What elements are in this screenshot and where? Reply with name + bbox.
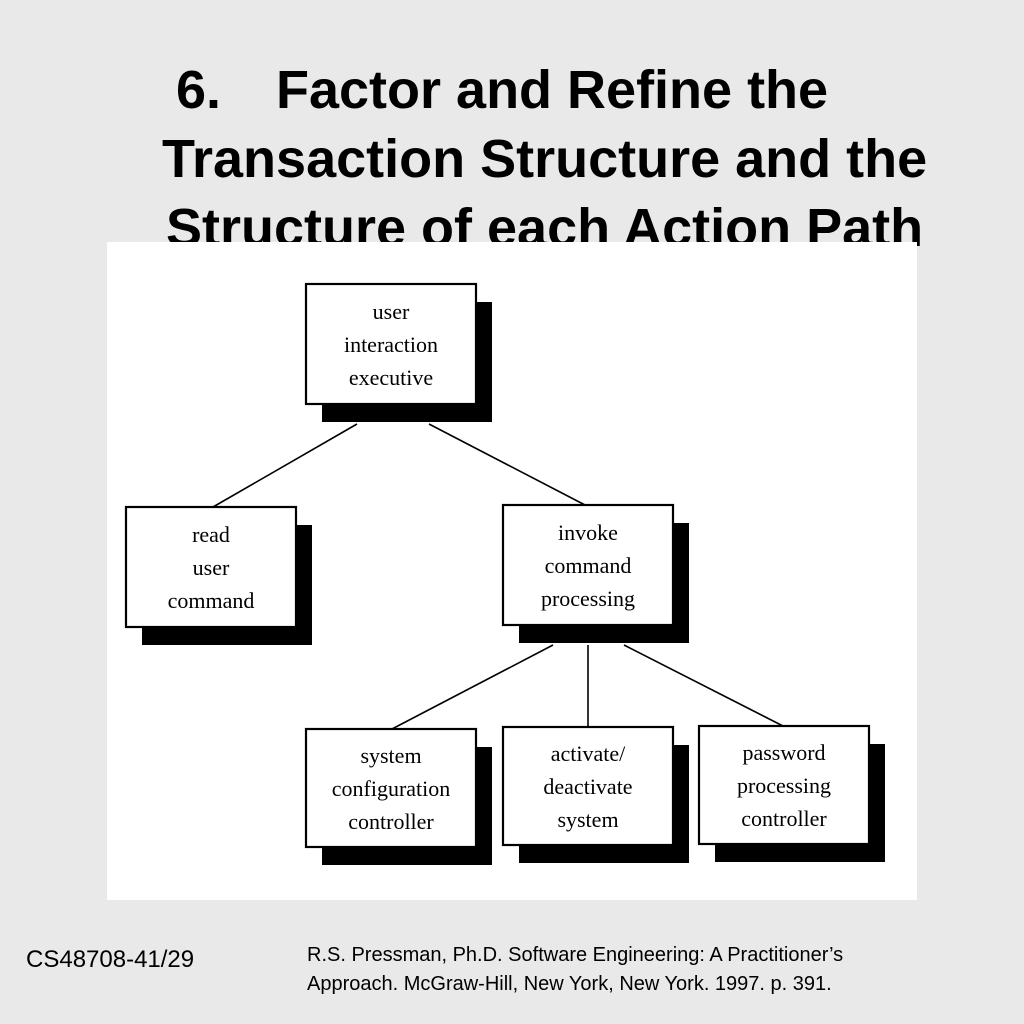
node-label-line: deactivate [543,774,632,799]
node-read-user-command: read user command [124,505,312,645]
node-box [124,505,298,629]
title-line-1-text: Factor and Refine the [276,60,829,120]
citation-line-2: Approach. McGraw-Hill, New York, New Yor… [307,973,832,995]
node-label-line: command [545,553,632,578]
node-label-line: configuration [332,776,451,801]
node-box [501,725,675,847]
edge-user-interaction-executive-to-invoke-command-processing [428,423,586,506]
node-label-line: controller [348,809,434,834]
node-box [501,503,675,627]
node-box [697,724,871,846]
edge-invoke-command-processing-to-password-processing-controller [623,644,784,727]
node-invoke-command-processing: invoke command processing [501,503,689,643]
node-label-line: processing [541,586,635,611]
node-label-line: system [360,743,421,768]
node-label-line: password [742,740,825,765]
node-box [304,282,478,406]
node-label-line: command [168,588,255,613]
node-system-configuration-controller: system configuration controller [304,727,492,865]
node-label-line: system [557,807,618,832]
title-number: 6. [176,60,222,120]
node-label-line: user [193,555,230,580]
edge-user-interaction-executive-to-read-user-command [212,423,358,508]
citation-line-1: R.S. Pressman, Ph.D. Software Engineerin… [307,944,844,966]
node-label-line: controller [741,806,827,831]
edge-invoke-command-processing-to-system-configuration-controller [391,644,554,730]
title-line-2: Transaction Structure and the [162,129,928,189]
node-label-line: user [373,299,410,324]
slide-id: CS48708-41/29 [26,946,195,973]
structure-chart: userinteractionexecutivereadusercommandi… [124,282,885,865]
title-line-1: 6. Factor and Refine the [176,56,828,125]
node-label-line: processing [737,773,831,798]
node-label-line: executive [349,365,433,390]
node-label-line: interaction [344,332,438,357]
node-box [304,727,478,849]
node-label-line: activate/ [551,741,626,766]
node-user-interaction-executive: user interaction executive [304,282,492,422]
node-label-line: invoke [558,520,618,545]
node-activate-deactivate-system: activate/deactivate system [501,725,689,863]
node-password-processing-controller: password processing controller [697,724,885,862]
node-label-line: read [192,522,230,547]
citation: R.S. Pressman, Ph.D. Software Engineerin… [307,941,843,999]
